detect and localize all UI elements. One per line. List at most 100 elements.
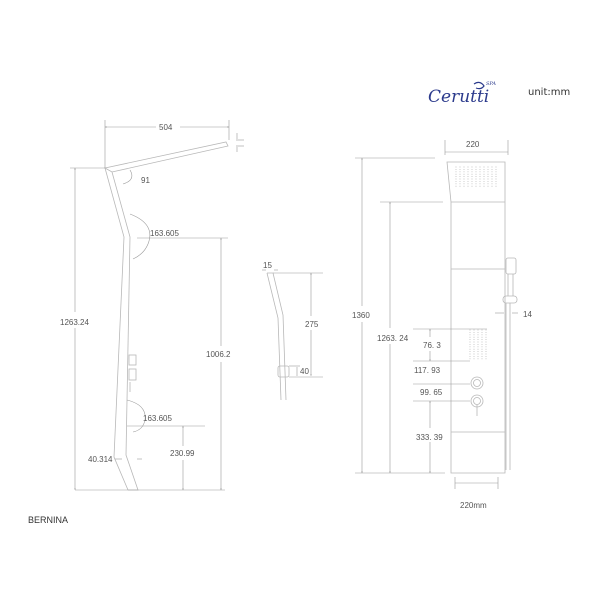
nozzle-dot — [477, 334, 479, 336]
nozzle-dot — [491, 176, 493, 178]
dim-jets-height: 76. 3 — [423, 341, 441, 350]
nozzle-dot — [485, 351, 487, 353]
nozzle-dot — [491, 185, 493, 187]
dim-bottom-height: 333. 39 — [416, 433, 443, 442]
dim-bend-height: 1006.2 — [206, 350, 231, 359]
nozzle-dot — [473, 355, 475, 357]
nozzle-dot — [485, 358, 487, 360]
front-view: 220 1360 1263. 24 76. 3 117. 93 99. 65 3… — [352, 140, 532, 510]
nozzle-dot — [459, 168, 461, 170]
nozzle-dot — [485, 346, 487, 348]
nozzle-dot — [477, 341, 479, 343]
nozzle-dot — [485, 348, 487, 350]
nozzle-dot — [485, 336, 487, 338]
nozzle-dot — [491, 166, 493, 168]
nozzle-dot — [473, 348, 475, 350]
nozzle-dot — [477, 329, 479, 331]
nozzle-dot — [495, 168, 497, 170]
nozzle-dot — [467, 168, 469, 170]
nozzle-dot — [455, 178, 457, 180]
nozzle-dot — [473, 358, 475, 360]
nozzle-dot — [459, 180, 461, 182]
nozzle-dot — [459, 173, 461, 175]
logo-bird-icon — [473, 81, 485, 90]
nozzle-dot — [495, 166, 497, 168]
panel-outline-right — [111, 171, 139, 491]
nozzle-dot — [477, 346, 479, 348]
nozzle-dot — [479, 166, 481, 168]
nozzle-dot — [475, 178, 477, 180]
nozzle-dot — [459, 176, 461, 178]
nozzle-dot — [473, 351, 475, 353]
nozzle-dot — [481, 329, 483, 331]
nozzle-dot — [487, 166, 489, 168]
dim-hose-offset: 14 — [523, 310, 532, 319]
nozzle-dot — [463, 171, 465, 173]
nozzle-dot — [477, 339, 479, 341]
nozzle-dot — [477, 348, 479, 350]
nozzle-dot — [469, 351, 471, 353]
nozzle-dot — [471, 168, 473, 170]
nozzle-dot — [483, 173, 485, 175]
nozzle-dot — [487, 176, 489, 178]
panel-outline-left — [104, 167, 129, 491]
nozzle-dot — [467, 171, 469, 173]
logo-sub: SPA — [486, 81, 496, 87]
side-view: 504 91 163.605 1263.24 1006.2 163.605 23… — [60, 120, 244, 491]
nozzle-dot — [479, 173, 481, 175]
nozzle-dot — [487, 173, 489, 175]
nozzle-dot — [473, 346, 475, 348]
nozzle-dot — [455, 168, 457, 170]
nozzle-dot — [471, 171, 473, 173]
nozzle-dot — [473, 341, 475, 343]
nozzle-dot — [467, 183, 469, 185]
nozzle-dot — [477, 331, 479, 333]
nozzle-dot — [483, 166, 485, 168]
nozzle-dot — [481, 348, 483, 350]
dim-front-total-height: 1360 — [352, 311, 370, 320]
shower-arm — [103, 141, 229, 173]
nozzle-dot — [495, 185, 497, 187]
nozzle-dot — [477, 343, 479, 345]
nozzle-dot — [473, 343, 475, 345]
nozzle-dot — [469, 339, 471, 341]
nozzle-dot — [491, 173, 493, 175]
nozzle-dot — [467, 180, 469, 182]
nozzle-dot — [469, 329, 471, 331]
nozzle-dot — [475, 180, 477, 182]
nozzle-dot — [487, 183, 489, 185]
nozzle-dot — [491, 178, 493, 180]
nozzle-dot — [455, 183, 457, 185]
nozzle-dot — [475, 176, 477, 178]
nozzle-dot — [477, 358, 479, 360]
nozzle-dot — [477, 336, 479, 338]
nozzle-dot — [455, 180, 457, 182]
nozzle-dot — [479, 185, 481, 187]
nozzle-dot — [481, 334, 483, 336]
nozzle-dot — [487, 178, 489, 180]
dim-gap2: 99. 65 — [420, 388, 443, 397]
panel-outline — [446, 161, 506, 474]
nozzle-dot — [473, 336, 475, 338]
nozzle-dot — [487, 185, 489, 187]
nozzle-dot — [483, 178, 485, 180]
nozzle-dot — [483, 185, 485, 187]
nozzle-dot — [481, 346, 483, 348]
nozzle-dot — [475, 173, 477, 175]
nozzle-dot — [485, 331, 487, 333]
nozzle-dot — [467, 166, 469, 168]
nozzle-dot — [463, 166, 465, 168]
dim-hand-width: 15 — [263, 261, 272, 270]
nozzle-dot — [467, 176, 469, 178]
nozzle-dot — [469, 346, 471, 348]
nozzle-dot — [479, 168, 481, 170]
nozzle-dot — [485, 329, 487, 331]
nozzle-dot — [477, 353, 479, 355]
nozzle-dot — [495, 178, 497, 180]
nozzle-dot — [473, 353, 475, 355]
nozzle-dot — [485, 341, 487, 343]
nozzle-dot — [455, 166, 457, 168]
nozzle-dot — [491, 168, 493, 170]
